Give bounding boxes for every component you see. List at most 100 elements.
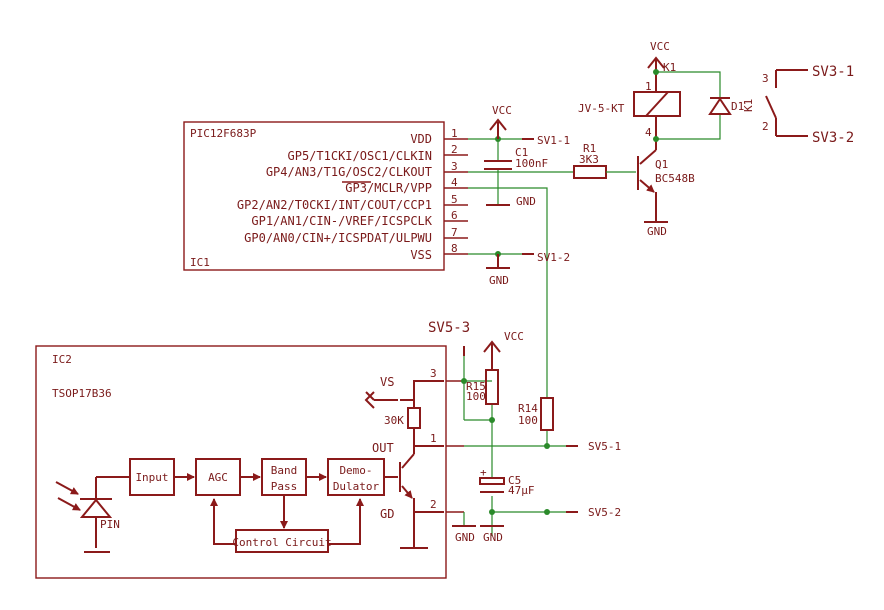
relay-k1-contact[interactable]: 3 2 K1 — [742, 69, 800, 137]
relay-part: JV-5-KT — [578, 102, 625, 115]
gnd-label-q1: GND — [647, 225, 667, 238]
ic2-body — [35, 345, 447, 579]
resistor-r15[interactable]: R15 100 — [466, 369, 499, 405]
c1-name: C1 — [515, 146, 528, 159]
q1-part: BC548B — [655, 172, 695, 185]
sv1-connector[interactable]: SV1-1 SV1-2 — [522, 134, 570, 264]
ic1-pin4-num: 4 — [451, 176, 458, 189]
sv5-pin1-label: SV5-1 — [588, 440, 621, 453]
gnd-label-5: GND — [483, 531, 503, 544]
ic1-pin1-num: 1 — [451, 127, 458, 140]
relay-pin4: 4 — [645, 126, 652, 139]
block-control-label: Control Circuit — [232, 536, 331, 549]
gnd-symbol-vss: GND — [486, 254, 510, 287]
ic2-vs-label: VS — [364, 375, 414, 409]
junction-out — [544, 443, 550, 449]
ic1-wires — [468, 138, 574, 398]
ic1-pin7-num: 7 — [451, 226, 458, 239]
vcc-symbol-ic1: VCC — [489, 104, 512, 139]
resistor-r14[interactable]: R14 100 — [518, 397, 554, 431]
photodiode-label: PIN — [100, 518, 120, 531]
ic2-res-label: 30K — [384, 414, 404, 427]
junction-vs — [461, 378, 467, 384]
sv3-pin2-label: SV3-2 — [812, 130, 854, 146]
ic1-pin-stubs — [444, 138, 468, 255]
c5-value: 47µF — [508, 484, 535, 497]
block-agc: AGC — [195, 458, 241, 496]
ic2-wires — [463, 356, 566, 536]
relay-pin1: 1 — [645, 80, 652, 93]
capacitor-c1[interactable]: C1 100nF — [484, 146, 548, 170]
r1-name: R1 — [583, 142, 596, 155]
ic2-pin2-num: 2 — [430, 498, 437, 511]
ic1-pin5-label: GP2/AN2/T0CKI/INT/COUT/CCP1 — [237, 198, 432, 212]
ic1-pin8-num: 8 — [451, 242, 458, 255]
block-agc-label: AGC — [208, 471, 228, 484]
block-input-label: Input — [135, 471, 168, 484]
ic1-part-label: PIC12F683P — [190, 127, 257, 140]
r14-value: 100 — [518, 414, 538, 427]
ic1-name-label: IC1 — [190, 256, 210, 269]
vcc-symbol-r15: VCC — [483, 330, 524, 370]
capacitor-c5[interactable]: + C5 47µF — [479, 466, 535, 497]
resistor-r1[interactable]: R1 3K3 — [573, 142, 607, 179]
ic1-pin1-label: VDD — [410, 132, 432, 146]
sv3-connector[interactable]: SV3-1 SV3-2 — [798, 64, 854, 146]
sv3-pin1-label: SV3-1 — [812, 64, 854, 80]
block-band-label-2: Pass — [271, 480, 298, 493]
ic1-pin2-label: GP5/T1CKI/OSC1/CLKIN — [288, 149, 433, 163]
junction-r15-c5 — [489, 417, 495, 423]
gnd-symbols-lower: GND GND — [452, 525, 504, 544]
block-demo-label-1: Demo- — [339, 464, 372, 477]
ic2-ir-receiver[interactable]: IC2 TSOP17B36 PIN Input AGC Band Pass — [35, 345, 447, 579]
ic2-name: IC2 — [52, 353, 72, 366]
ic1-pin3-num: 3 — [451, 160, 458, 173]
block-band-label-1: Band — [271, 464, 298, 477]
relay-contact-name: K1 — [742, 99, 755, 112]
relay-k1-coil[interactable]: VCC K1 1 JV-5-KT 4 — [578, 40, 681, 139]
r15-value: 100 — [466, 390, 486, 403]
ic2-gd-label: GD — [380, 507, 394, 521]
sv5-connector[interactable]: SV5-1 SV5-2 — [566, 440, 621, 519]
ic1-pin8-label: VSS — [410, 248, 432, 262]
r1-value: 3K3 — [579, 153, 599, 166]
vcc-label-3: VCC — [504, 330, 524, 343]
c5-polarity: + — [480, 466, 487, 479]
sv1-pin1-label: SV1-1 — [537, 134, 570, 147]
ic1-pin3-label: GP4/AN3/T1G/OSC2/CLKOUT — [266, 165, 432, 179]
ic1-pin4-label: GP3/MCLR/VPP — [345, 181, 432, 195]
gnd-label-1: GND — [516, 195, 536, 208]
vcc-label-relay: VCC — [650, 40, 670, 53]
c1-value: 100nF — [515, 157, 548, 170]
ic2-external-stubs — [446, 380, 464, 513]
gnd-symbol-c1: GND — [486, 195, 536, 208]
gnd-label-2: GND — [489, 274, 509, 287]
block-demodulator: Demo- Dulator — [327, 458, 385, 496]
ic1-pin6-num: 6 — [451, 209, 458, 222]
block-signal-arrows — [174, 473, 398, 545]
r14-name: R14 — [518, 402, 538, 415]
ic1-pin7-label: GP0/AN0/CIN+/ICSPDAT/ULPWU — [244, 231, 432, 245]
ic2-output-transistor — [399, 428, 428, 549]
junction-relay-top — [653, 69, 659, 75]
r15-name: R15 — [466, 380, 486, 393]
ic1-body — [183, 121, 445, 271]
ic1-microcontroller[interactable]: PIC12F683P IC1 VDD GP5/T1CKI/OSC1/CLKIN … — [183, 121, 468, 271]
ic1-pin5-num: 5 — [451, 193, 458, 206]
transistor-q1[interactable]: Q1 BC548B GND — [637, 139, 695, 238]
relay-wires — [656, 71, 721, 140]
junction-relay-bottom — [653, 136, 659, 142]
sv5-title: SV5-3 — [428, 320, 470, 336]
ir-photodiode: PIN — [55, 476, 130, 553]
ic1-pin6-label: GP1/AN1/CIN-/VREF/ICSPCLK — [251, 214, 432, 228]
gnd-label-4: GND — [455, 531, 475, 544]
vcc-label-1: VCC — [492, 104, 512, 117]
ic2-pin1-num: 1 — [430, 432, 437, 445]
relay-coil-name: K1 — [663, 61, 676, 74]
junction-gnd-sv5 — [544, 509, 550, 515]
junction-gnd-c5 — [489, 509, 495, 515]
sv5-pin2-label: SV5-2 — [588, 506, 621, 519]
diode-d1[interactable]: D1 — [708, 97, 744, 115]
d1-name: D1 — [731, 100, 744, 113]
